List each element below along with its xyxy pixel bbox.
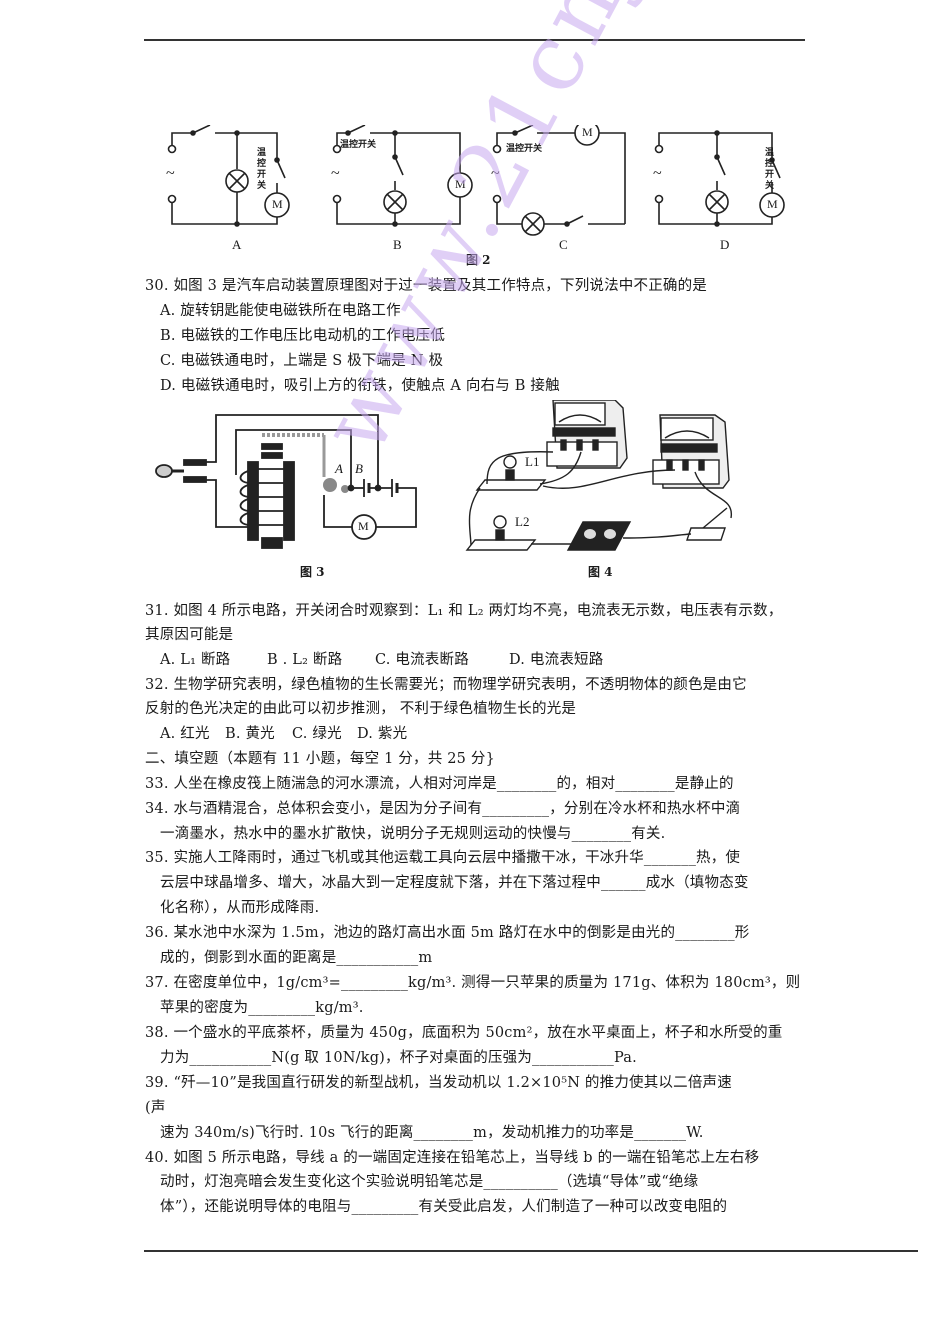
fig2-motor-a: M xyxy=(272,197,283,211)
q31-options: A. L₁ 断路 B . L₂ 断路 C. 电流表断路 D. 电流表短路 xyxy=(160,650,603,670)
q40-line3: 体”），还能说明导体的电阻与_________有关受此启发，人们制造了一种可以改… xyxy=(160,1199,728,1215)
q37-line1: 37. 在密度单位中，1g/cm³=_________kg/m³. 测得一只苹果… xyxy=(145,975,801,991)
q35-line3: 化名称），从而形成降雨. xyxy=(160,900,320,916)
figure-3: A B M 图 3 xyxy=(152,405,452,580)
section-2-heading: 二、填空题（本题有 11 小题，每空 1 分，共 25 分} xyxy=(145,751,496,767)
q30-option-a: A. 旋转钥匙能使电磁铁所在电路工作 xyxy=(160,303,401,319)
fig2-caption: 图 2 xyxy=(466,253,491,267)
fig3-label-a: A xyxy=(335,461,343,476)
figure-4-wiring-photo xyxy=(465,399,732,551)
fig2-motor-b: M xyxy=(455,177,466,191)
figure-2: ~ ~ ~ ~ M M M M 温控开关 温控开关 温控开关 温控开关 A B … xyxy=(160,120,810,270)
header-rule xyxy=(144,39,805,41)
fig2-switch-label-c: 温控开关 xyxy=(506,144,543,154)
circuit-c xyxy=(492,120,626,236)
q31-option-c: C. 电流表断路 xyxy=(375,652,469,668)
q40-line2: 动时，灯泡亮暗会发生变化这个实验说明铅笔芯是__________（选填“导体”或… xyxy=(160,1174,699,1190)
q36-line2: 成的，倒影到水面的距离是___________m xyxy=(160,950,433,966)
q31-option-d: D. 电流表短路 xyxy=(509,652,604,668)
fig2-motor-c: M xyxy=(582,125,593,139)
fig3-motor-label: M xyxy=(358,519,369,533)
figure-4: L1 L2 图 4 xyxy=(465,399,745,580)
q40-line1: 40. 如图 5 所示电路，导线 a 的一端固定连接在铅笔芯上，当导线 b 的一… xyxy=(145,1150,760,1166)
fig2-ac-a: ~ xyxy=(166,165,175,182)
fig4-lamp1-label: L1 xyxy=(525,454,540,469)
fig2-ac-b: ~ xyxy=(331,165,340,182)
q32-options: A. 红光 B. 黄光 C. 绿光 D. 紫光 xyxy=(160,724,407,744)
figure-2-circuits xyxy=(167,120,785,236)
q32-stem-line2: 反射的色光决定的由此可以初步推测， 不利于绿色植物生长的光是 xyxy=(145,701,577,717)
q37-line2: 苹果的密度为_________kg/m³. xyxy=(160,1000,364,1016)
q30-option-d: D. 电磁铁通电时，吸引上方的衔铁，使触点 A 向右与 B 接触 xyxy=(160,378,560,394)
q30-option-c: C. 电磁铁通电时，上端是 S 极下端是 N 极 xyxy=(160,353,444,369)
q39-line2: (声 xyxy=(145,1100,166,1116)
fig2-option-c: C xyxy=(559,237,568,252)
fig2-ac-d: ~ xyxy=(653,165,662,182)
q31-option-b: B . L₂ 断路 xyxy=(267,652,343,668)
fig3-label-b: B xyxy=(355,461,363,476)
q35-line1: 35. 实施人工降雨时，通过飞机或其他运载工具向云层中播撒干冰，干冰升华____… xyxy=(145,850,741,866)
fig2-ac-c: ~ xyxy=(491,165,500,182)
q32-option-c: C. 绿光 xyxy=(292,726,342,742)
q33-line1: 33. 人坐在橡皮筏上随湍急的河水漂流，人相对河岸是________的，相对__… xyxy=(145,776,734,792)
q32-option-d: D. 紫光 xyxy=(357,726,408,742)
q32-stem-line1: 32. 生物学研究表明，绿色植物的生长需要光；而物理学研究表明，不透明物体的颜色… xyxy=(145,677,747,693)
q32-option-a: A. 红光 xyxy=(160,726,210,742)
q39-line3: 速为 340m/s)飞行时. 10s 飞行的距离________m，发动机推力的… xyxy=(160,1125,704,1141)
q30-option-b: B. 电磁铁的工作电压比电动机的工作电压低 xyxy=(160,328,446,344)
fig2-switch-label-a: 温控开关 xyxy=(257,148,267,191)
q31-stem-line1: 31. 如图 4 所示电路，开关闭合时观察到：L₁ 和 L₂ 两灯均不亮，电流表… xyxy=(145,603,783,619)
circuit-d xyxy=(654,130,785,227)
fig2-motor-d: M xyxy=(767,197,778,211)
fig2-option-b: B xyxy=(393,237,402,252)
q31-stem-line2: 其原因可能是 xyxy=(145,627,234,643)
q31-option-a: A. L₁ 断路 xyxy=(160,652,231,668)
q35-line2: 云层中球晶增多、增大，冰晶大到一定程度就下落，并在下落过程中______成水（填… xyxy=(160,875,749,891)
q38-line1: 38. 一个盛水的平底茶杯，质量为 450g，底面积为 50cm²，放在水平桌面… xyxy=(145,1025,783,1041)
fig2-switch-label-b: 温控开关 xyxy=(340,140,377,150)
figure-3-starter-circuit xyxy=(155,414,417,549)
circuit-a xyxy=(167,124,290,227)
q30-stem: 30. 如图 3 是汽车启动装置原理图对于过一装置及其工作特点，下列说法中不正确… xyxy=(145,278,708,294)
q32-option-b: B. 黄光 xyxy=(225,726,275,742)
fig4-caption: 图 4 xyxy=(588,565,613,579)
circuit-b xyxy=(332,124,473,227)
q34-line2: 一滴墨水，热水中的墨水扩散快，说明分子无规则运动的快慢与________有关. xyxy=(160,826,666,842)
q36-line1: 36. 某水池中水深为 1.5m，池边的路灯高出水面 5m 路灯在水中的倒影是由… xyxy=(145,925,750,941)
q34-line1: 34. 水与酒精混合，总体积会变小，是因为分子间有_________，分别在冷水… xyxy=(145,801,741,817)
fig4-lamp2-label: L2 xyxy=(515,514,530,529)
fig2-option-a: A xyxy=(232,237,242,252)
q39-line1: 39. “歼—10”是我国直行研发的新型战机，当发动机以 1.2×10⁵N 的推… xyxy=(145,1075,732,1091)
footer-rule xyxy=(144,1250,918,1252)
q38-line2: 力为___________N(g 取 10N/kg)，杯子对桌面的压强为____… xyxy=(160,1050,637,1066)
fig2-option-d: D xyxy=(720,237,730,252)
fig2-switch-label-d: 温控开关 xyxy=(765,148,775,191)
fig3-caption: 图 3 xyxy=(300,565,325,579)
